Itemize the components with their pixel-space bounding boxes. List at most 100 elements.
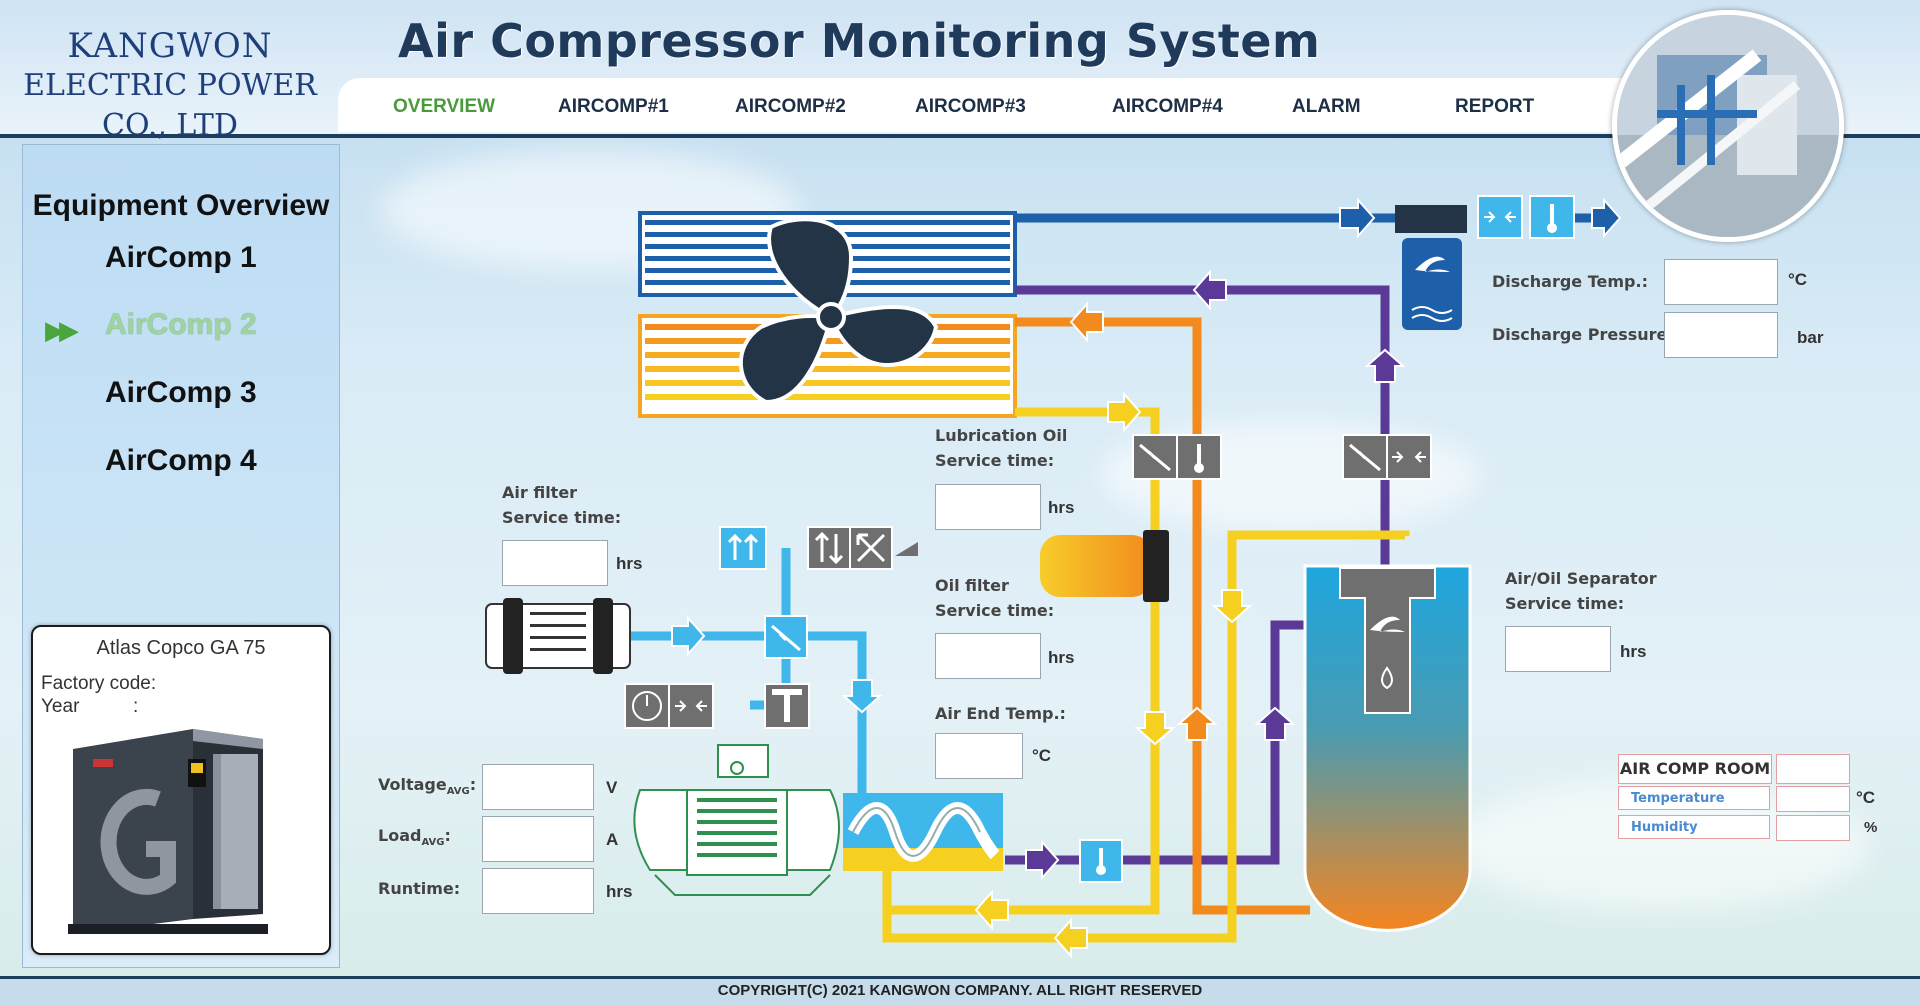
air-end-temp-label: Air End Temp.: [935, 704, 1066, 723]
discharge-temp-value [1664, 259, 1778, 305]
header: KANGWON ELECTRIC POWER CO., LTD Air Comp… [0, 0, 1920, 143]
copyright-text: COPYRIGHT(C) 2021 KANGWON COMPANY. ALL R… [717, 982, 1203, 999]
flow-arrow-icon [1339, 197, 1622, 239]
compressor-unit-image [68, 729, 268, 934]
air-end-temp-unit: °C [1032, 746, 1052, 765]
app-title: Air Compressor Monitoring System [398, 14, 1321, 68]
flow-arrow-icon [1069, 301, 1218, 741]
pressure-gauge-icon [624, 683, 714, 729]
year-colon: : [133, 696, 139, 717]
runtime-value [482, 868, 594, 914]
flow-arrow-icon [974, 391, 1253, 959]
room-title-value [1776, 754, 1850, 784]
air-filter-service-value [502, 540, 608, 586]
load-unit: A [606, 830, 619, 849]
hot-air-pipe [1005, 620, 1310, 865]
footer: COPYRIGHT(C) 2021 KANGWON COMPANY. ALL R… [0, 976, 1920, 1006]
voltage-label: VoltageAVG: [378, 772, 476, 804]
separator-label: Air/Oil Separator Service time: [1505, 566, 1657, 616]
factory-code-label: Factory code: [41, 673, 157, 694]
nav-aircomp-3[interactable]: AIRCOMP#3 [915, 96, 1026, 117]
motor-icon [633, 744, 840, 896]
company-name-line1: KANGWON [67, 26, 273, 66]
nav-report[interactable]: REPORT [1455, 96, 1535, 117]
sidebar-item-aircomp-1[interactable]: AirComp 1 [105, 241, 257, 274]
flow-direction-icon [807, 526, 918, 570]
separator-unit: hrs [1620, 642, 1647, 661]
sidebar-item-aircomp-3[interactable]: AirComp 3 [105, 376, 257, 409]
air-filter-label-line2: Service time: [502, 508, 622, 527]
load-label: LoadAVG: [378, 823, 451, 855]
air-valve-icon [764, 615, 808, 659]
room-temperature-unit: °C [1856, 788, 1876, 807]
nav-aircomp-1[interactable]: AIRCOMP#1 [558, 96, 669, 117]
oil-filter-label: Oil filter Service time: [935, 573, 1054, 623]
voltage-label-text: Voltage [378, 775, 447, 794]
plant-photo [1612, 10, 1844, 242]
voltage-unit: V [606, 778, 618, 797]
oil-filter-label-line2: Service time: [935, 601, 1055, 620]
flow-arrow-icon [1025, 269, 1406, 881]
runtime-unit: hrs [606, 882, 633, 901]
voltage-label-colon: : [469, 775, 477, 794]
nav-aircomp-2[interactable]: AIRCOMP#2 [735, 96, 846, 117]
air-filter-label-line1: Air filter [502, 483, 578, 502]
sidebar-item-aircomp-2[interactable]: AirComp 2 [105, 308, 257, 341]
nav-alarm[interactable]: ALARM [1292, 96, 1361, 117]
air-end-temp-value [935, 733, 1023, 779]
discharge-temp-unit: °C [1788, 270, 1808, 289]
lube-oil-unit: hrs [1048, 498, 1075, 517]
separator-label-line2: Service time: [1505, 594, 1625, 613]
oil-valve-sensor-icon [1132, 434, 1222, 480]
cooling-fan-icon [738, 217, 939, 405]
room-humidity-value [1776, 815, 1850, 841]
voltage-value [482, 764, 594, 810]
company-logo: KANGWON ELECTRIC POWER CO., LTD [20, 26, 320, 146]
oil-filter-cap [1143, 530, 1169, 602]
equipment-model: Atlas Copco GA 75 [96, 637, 266, 659]
hot-oil-pipe [1015, 317, 1310, 915]
runtime-label: Runtime: [378, 879, 461, 898]
temperature-sensor-icon [764, 683, 810, 729]
lube-oil-label: Lubrication Oil Service time: [935, 423, 1067, 473]
air-oil-separator-tank [1303, 564, 1472, 932]
air-valve-sensor-icon [1342, 434, 1432, 480]
nav-aircomp-4[interactable]: AIRCOMP#4 [1112, 96, 1223, 117]
main-nav: OVERVIEW AIRCOMP#1 AIRCOMP#2 AIRCOMP#3 A… [338, 78, 1628, 132]
sidebar-title: Equipment Overview [32, 189, 330, 222]
discharge-pressure-unit: bar [1797, 328, 1824, 347]
pressure-up-icon [719, 526, 767, 570]
room-humidity-unit: % [1864, 819, 1878, 836]
nav-overview[interactable]: OVERVIEW [393, 96, 496, 117]
equipment-card: Atlas Copco GA 75 Factory code: Year : [31, 625, 331, 955]
load-label-text: Load [378, 826, 422, 845]
discharge-pressure-value [1664, 312, 1778, 358]
air-filter-unit: hrs [616, 554, 643, 573]
sidebar-item-aircomp-4[interactable]: AirComp 4 [105, 444, 257, 477]
sidebar: Equipment Overview AirComp 1 ▶▶ AirComp … [22, 144, 340, 968]
discharge-sensor-icon [1477, 195, 1575, 239]
company-name-line2: ELECTRIC POWER CO., LTD [23, 68, 317, 143]
load-label-colon: : [444, 826, 451, 845]
aftercooler-dryer-icon [1395, 205, 1467, 330]
oil-filter-service-value [935, 633, 1041, 679]
discharge-temp-label: Discharge Temp.: [1492, 272, 1648, 291]
load-value [482, 816, 594, 862]
lube-oil-label-line1: Lubrication Oil [935, 426, 1068, 445]
lube-oil-label-line2: Service time: [935, 451, 1055, 470]
load-label-sub: AVG [421, 837, 445, 849]
flow-arrow-icon [671, 615, 883, 714]
compressor-temp-sensor-icon [1079, 839, 1123, 883]
room-humidity-label: Humidity [1618, 815, 1770, 839]
air-intake-pipe [628, 631, 867, 800]
room-title: AIR COMP ROOM [1618, 754, 1772, 784]
discharge-pressure-label: Discharge Pressure: [1492, 325, 1674, 344]
air-filter-icon [485, 598, 631, 674]
room-temperature-value [1776, 786, 1850, 812]
separator-element-icon [1339, 567, 1436, 714]
voltage-label-sub: AVG [446, 786, 470, 798]
room-temperature-label: Temperature [1618, 786, 1770, 810]
air-filter-label: Air filter Service time: [502, 480, 621, 530]
separator-label-line1: Air/Oil Separator [1505, 569, 1657, 588]
